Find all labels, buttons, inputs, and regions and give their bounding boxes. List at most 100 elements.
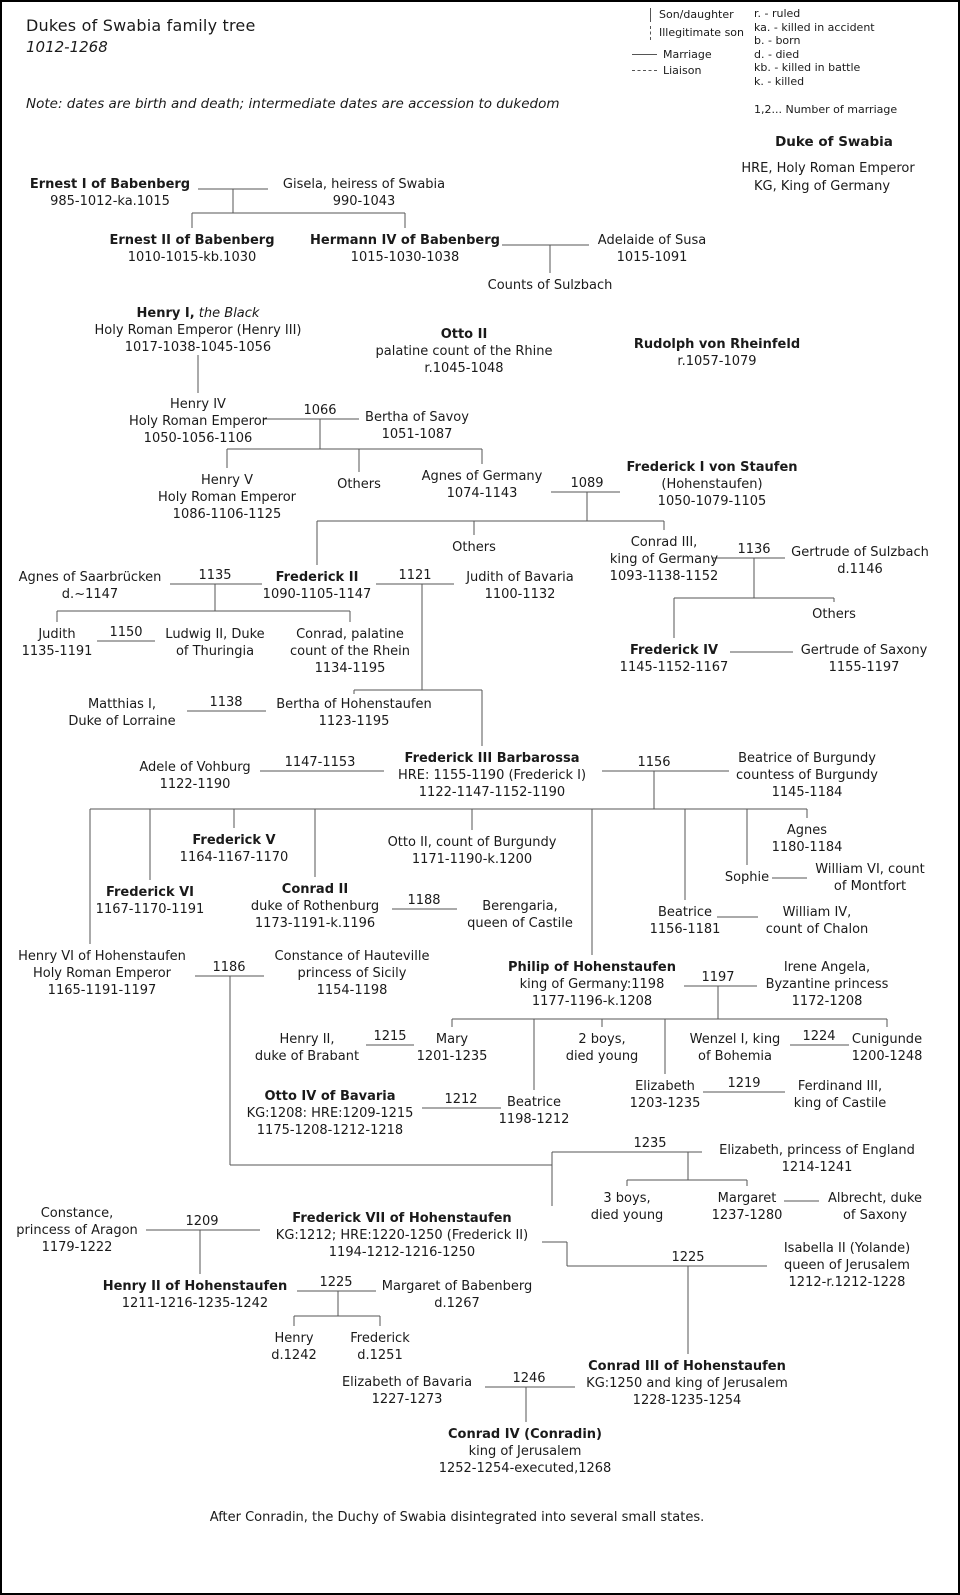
person-detail: 985-1012-ka.1015 xyxy=(50,194,170,209)
person-detail: 1173-1191-k.1196 xyxy=(254,916,376,931)
person-name: Cunigunde xyxy=(851,1032,923,1047)
person-name: William VI, count xyxy=(815,862,925,877)
person-detail: Holy Roman Emperor xyxy=(157,490,297,505)
person-detail: 1194-1212-1216-1250 xyxy=(328,1245,476,1260)
person-detail: 1198-1212 xyxy=(498,1112,570,1127)
person-name: Elizabeth, princess of England xyxy=(719,1143,915,1158)
person-name: Agnes of Saarbrücken xyxy=(18,570,162,585)
legend-label-liaison: Liaison xyxy=(663,64,702,77)
person-detail: 1201-1235 xyxy=(416,1049,488,1064)
tree-node-matthias-i: Matthias I, Duke of Lorraine xyxy=(68,696,175,730)
person-detail: Duke of Lorraine xyxy=(68,714,176,729)
tree-node-hermann-iv: Hermann IV of Babenberg 1015-1030-1038 xyxy=(310,232,500,266)
person-name: Conrad II xyxy=(281,882,349,897)
person-detail: died young xyxy=(590,1208,664,1223)
person-name: Margaret xyxy=(717,1191,777,1206)
person-name: Frederick I von Staufen xyxy=(626,460,798,475)
legend-abbr-died: d. - died xyxy=(754,47,800,61)
person-name: Frederick V xyxy=(192,833,276,848)
person-detail: died young xyxy=(565,1049,639,1064)
person-name: William IV, xyxy=(782,905,852,920)
person-detail: Holy Roman Emperor xyxy=(128,414,268,429)
person-detail: of Thuringia xyxy=(175,644,255,659)
person-detail: d.1267 xyxy=(434,1296,480,1311)
person-detail: 1017-1038-1045-1056 xyxy=(124,340,272,355)
person-detail: princess of Aragon xyxy=(16,1223,138,1238)
person-detail: countess of Burgundy xyxy=(736,768,878,783)
person-detail: 1179-1222 xyxy=(41,1240,113,1255)
page-title: Dukes of Swabia family tree xyxy=(26,16,256,35)
person-name: Agnes of Germany xyxy=(421,469,543,484)
note-text: Note: dates are birth and death; interme… xyxy=(26,96,560,112)
person-detail: 1156-1181 xyxy=(649,922,721,937)
person-name: Frederick III Barbarossa xyxy=(404,751,580,766)
person-name: Hermann IV of Babenberg xyxy=(310,233,500,248)
marriage-year-label: 1147-1153 xyxy=(284,755,356,770)
tree-node-others-2: Others xyxy=(452,539,496,556)
person-detail: Byzantine princess xyxy=(765,977,889,992)
person-name: Henry xyxy=(274,1331,314,1346)
marriage-line-sample xyxy=(632,54,657,55)
person-detail: KG:1208: HRE:1209-1215 xyxy=(246,1106,414,1121)
person-name: Henry VI of Hohenstaufen xyxy=(18,949,186,964)
tree-node-ferdinand-iii: Ferdinand III,king of Castile xyxy=(794,1078,887,1112)
person-name: 3 boys, xyxy=(603,1191,651,1206)
person-name: Judith of Bavaria xyxy=(466,570,574,585)
person-detail: d.1242 xyxy=(271,1348,317,1363)
person-detail: 1200-1248 xyxy=(851,1049,923,1064)
person-detail: king of Jerusalem xyxy=(468,1444,582,1459)
person-name: Henry IV xyxy=(170,397,226,412)
person-detail: 1227-1273 xyxy=(371,1392,443,1407)
person-name: Adelaide of Susa xyxy=(597,233,707,248)
person-detail: 1165-1191-1197 xyxy=(47,983,157,998)
marriage-year-label: 1197 xyxy=(701,970,735,985)
marriage-year-label: 1066 xyxy=(303,403,337,418)
person-detail: 990-1043 xyxy=(332,194,396,209)
person-name: Margaret of Babenberg xyxy=(381,1279,533,1294)
person-detail: 1180-1184 xyxy=(771,840,843,855)
person-detail: 1211-1216-1235-1242 xyxy=(121,1296,269,1311)
person-detail: 1086-1106-1125 xyxy=(172,507,282,522)
marriage-year-label: 1225 xyxy=(319,1275,353,1290)
person-detail: 1015-1030-1038 xyxy=(350,250,460,265)
person-detail: 1100-1132 xyxy=(484,587,556,602)
person-detail: 1177-1196-k.1208 xyxy=(531,994,653,1009)
person-name: Conrad III, xyxy=(630,535,698,550)
person-detail: 1122-1147-1152-1190 xyxy=(418,785,566,800)
page-subtitle: 1012-1268 xyxy=(26,38,108,56)
marriage-year-label: 1212 xyxy=(444,1092,478,1107)
person-detail: KG:1212; HRE:1220-1250 (Frederick II) xyxy=(275,1228,529,1243)
person-name: 2 boys, xyxy=(578,1032,626,1047)
person-name: Isabella II (Yolande) xyxy=(783,1241,911,1256)
person-name: Matthias I, xyxy=(87,697,157,712)
person-name: Constance of Hauteville xyxy=(274,949,430,964)
person-detail: 1074-1143 xyxy=(446,486,518,501)
marriage-year-label: 1219 xyxy=(727,1076,761,1091)
person-name: Gertrude of Sulzbach xyxy=(791,545,929,560)
person-detail: duke of Brabant xyxy=(254,1049,360,1064)
person-name: Ernest I of Babenberg xyxy=(29,177,191,192)
person-name: Mary xyxy=(435,1032,469,1047)
person-detail: count of the Rhein xyxy=(289,644,411,659)
marriage-year-label: 1209 xyxy=(185,1214,219,1229)
person-name: Henry II, xyxy=(279,1032,335,1047)
